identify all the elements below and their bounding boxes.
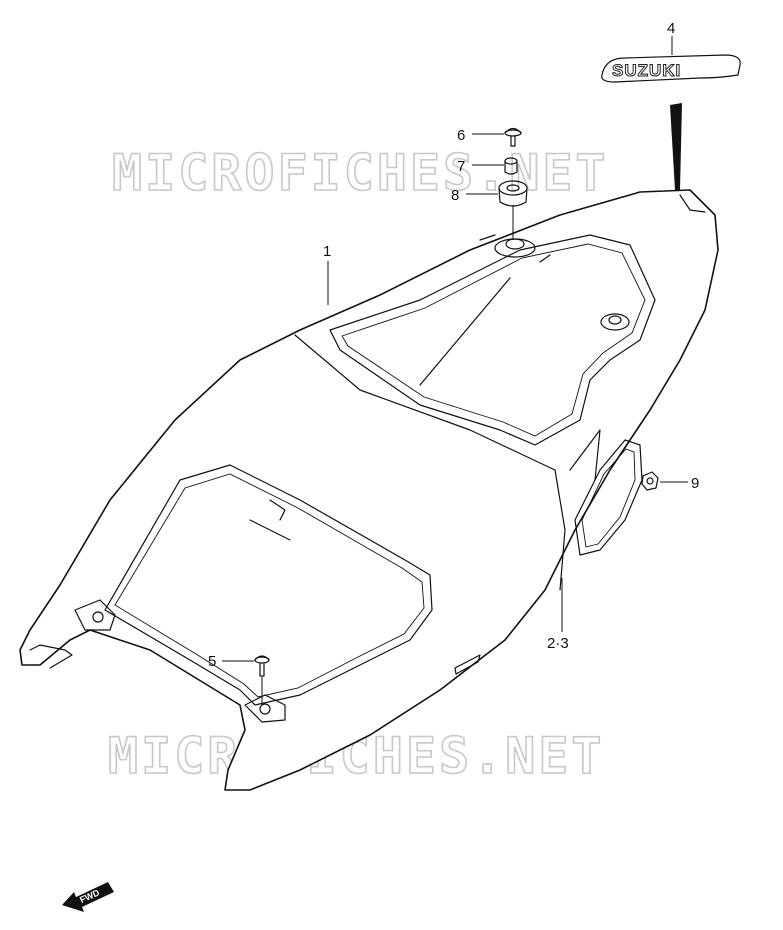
bolt-6-icon — [504, 127, 522, 147]
watermark-top: MICROFICHES.NET — [112, 144, 609, 202]
callout-5: 5 — [208, 653, 216, 670]
callout-9: 9 — [691, 475, 699, 492]
callout-2-3: 2·3 — [547, 635, 569, 652]
nut-9-icon — [641, 471, 659, 491]
callout-1: 1 — [323, 243, 331, 260]
callout-7: 7 — [457, 158, 465, 175]
fwd-arrow-icon: FWD — [62, 882, 114, 912]
collar-7-icon — [504, 157, 518, 175]
emblem-pointer — [670, 103, 682, 190]
callout-6: 6 — [457, 127, 465, 144]
screw-5-icon — [254, 655, 270, 677]
leader-lines — [222, 36, 688, 705]
suzuki-emblem: SUZUKI — [601, 54, 741, 83]
seat-tail-cover — [19, 189, 719, 791]
callout-4: 4 — [667, 20, 675, 37]
emblem-text: SUZUKI — [612, 61, 681, 80]
callout-8: 8 — [451, 187, 459, 204]
